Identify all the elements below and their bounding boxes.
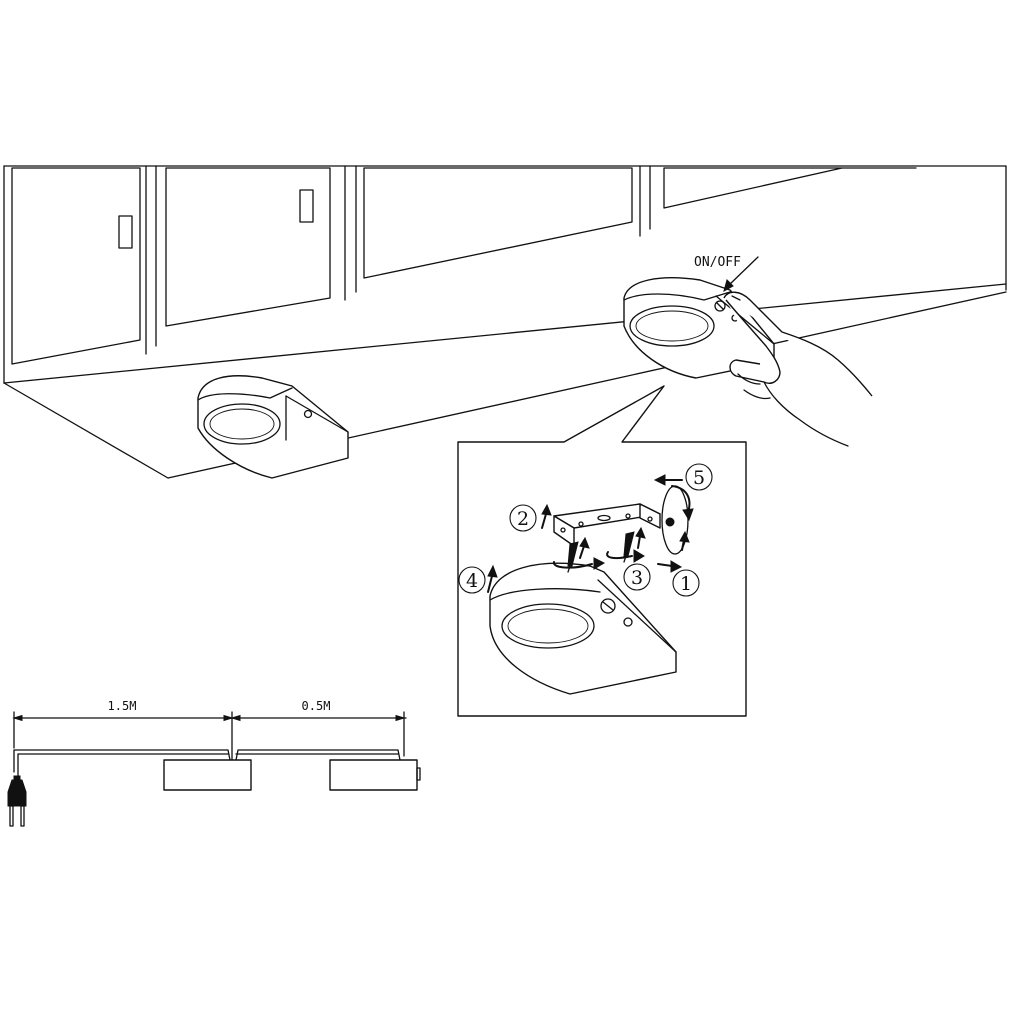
step-3-number: 3 bbox=[631, 567, 643, 589]
step-arrows bbox=[487, 474, 694, 593]
step-4: 4 bbox=[458, 566, 486, 594]
step-2-number: 2 bbox=[517, 508, 529, 530]
under-cabinet-lamp-left bbox=[197, 375, 349, 479]
wired-lamp-2 bbox=[329, 759, 418, 791]
step-5-number: 5 bbox=[693, 467, 705, 489]
cable-length-1-5m: 1.5M bbox=[108, 699, 137, 713]
detail-lamp bbox=[489, 562, 677, 695]
mounting-bracket bbox=[553, 503, 661, 547]
hand-pressing-switch bbox=[723, 291, 873, 447]
step-4-number: 4 bbox=[466, 570, 478, 592]
step-1-number: 1 bbox=[680, 573, 692, 595]
step-3: 3 bbox=[623, 563, 651, 591]
wall-cabinet bbox=[3, 165, 1007, 479]
step-5: 5 bbox=[685, 463, 713, 491]
step-2: 2 bbox=[509, 504, 537, 532]
power-plug-icon bbox=[7, 775, 27, 827]
mounting-detail-callout: 1 2 3 4 5 bbox=[457, 385, 747, 717]
side-screw bbox=[665, 517, 675, 527]
wired-lamp-1 bbox=[163, 759, 252, 791]
wiring-diagram: 1.5M 0.5M bbox=[7, 699, 421, 827]
switch-callout: ON/OFF bbox=[694, 255, 759, 293]
step-1: 1 bbox=[672, 569, 700, 597]
cable-length-0-5m: 0.5M bbox=[302, 699, 331, 713]
on-off-label: ON/OFF bbox=[694, 255, 741, 270]
